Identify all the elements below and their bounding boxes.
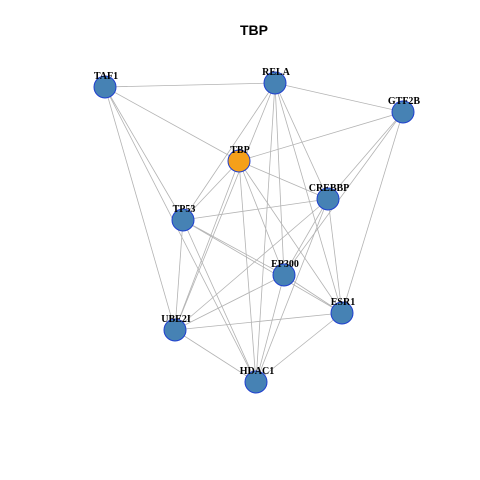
edge-taf1-tbp <box>104 86 240 162</box>
edge-gtf2b-esr1 <box>341 111 404 314</box>
edge-crebbp-ep300 <box>283 198 329 276</box>
node-rela[interactable] <box>263 71 287 95</box>
edge-esr1-hdac1 <box>255 312 343 383</box>
node-label-ep300: EP300 <box>271 259 299 270</box>
edge-rela-gtf2b <box>274 82 404 113</box>
node-label-taf1: TAF1 <box>94 71 118 82</box>
edge-tbp-crebbp <box>238 160 329 200</box>
node-label-tbp: TBP <box>230 145 249 156</box>
edge-gtf2b-ep300 <box>283 111 404 276</box>
edge-tp53-hdac1 <box>182 219 257 383</box>
node-label-rela: RELA <box>262 67 291 78</box>
node-esr1[interactable] <box>330 301 354 325</box>
edges-layer <box>104 82 404 383</box>
node-label-hdac1: HDAC1 <box>240 366 274 377</box>
labels-layer: TAF1 RELA GTF2B TBP CREBBP TP53EP300ESR1UBE2I… <box>94 67 421 377</box>
edge-gtf2b-crebbp <box>327 111 404 200</box>
edge-tp53-ube2i <box>174 219 184 331</box>
nodes-layer <box>93 71 415 394</box>
edge-esr1-ube2i <box>174 312 343 331</box>
edge-crebbp-esr1 <box>327 198 343 314</box>
edge-ube2i-hdac1 <box>174 329 257 383</box>
node-gtf2b[interactable] <box>391 100 415 124</box>
edge-tbp-esr1 <box>238 160 343 314</box>
edge-rela-ube2i <box>174 82 276 331</box>
edge-crebbp-hdac1 <box>255 198 329 383</box>
node-label-crebbp: CREBBP <box>309 183 350 194</box>
edge-tbp-ube2i <box>174 160 240 331</box>
edge-taf1-ube2i <box>104 86 176 331</box>
edge-taf1-tp53 <box>104 86 184 221</box>
graph-title: TBP <box>240 22 268 38</box>
edge-rela-esr1 <box>274 82 343 314</box>
edge-rela-crebbp <box>274 82 329 200</box>
edge-rela-ep300 <box>274 82 285 276</box>
edge-tbp-hdac1 <box>238 160 257 383</box>
node-tbp[interactable] <box>227 149 251 173</box>
edge-tp53-ep300 <box>182 219 285 276</box>
node-crebbp[interactable] <box>316 187 340 211</box>
edge-tbp-ep300 <box>238 160 285 276</box>
node-label-esr1: ESR1 <box>331 297 355 308</box>
edge-rela-hdac1 <box>255 82 276 383</box>
node-label-ube2i: UBE2I <box>161 314 191 325</box>
edge-ep300-esr1 <box>283 274 343 314</box>
edge-taf1-hdac1 <box>104 86 257 383</box>
node-ube2i[interactable] <box>163 318 187 342</box>
node-label-gtf2b: GTF2B <box>388 96 421 107</box>
edge-ep300-ube2i <box>174 274 285 331</box>
edge-taf1-rela <box>104 82 276 88</box>
edge-ep300-hdac1 <box>255 274 285 383</box>
edge-tbp-tp53 <box>182 160 240 221</box>
edge-crebbp-ube2i <box>174 198 329 331</box>
edge-rela-tp53 <box>182 82 276 221</box>
node-taf1[interactable] <box>93 75 117 99</box>
edge-crebbp-tp53 <box>182 198 329 221</box>
node-ep300[interactable] <box>272 263 296 287</box>
edge-gtf2b-tbp <box>238 111 404 162</box>
node-label-tp53: TP53 <box>173 204 196 215</box>
edge-tp53-esr1 <box>182 219 343 314</box>
node-tp53[interactable] <box>171 208 195 232</box>
node-hdac1[interactable] <box>244 370 268 394</box>
